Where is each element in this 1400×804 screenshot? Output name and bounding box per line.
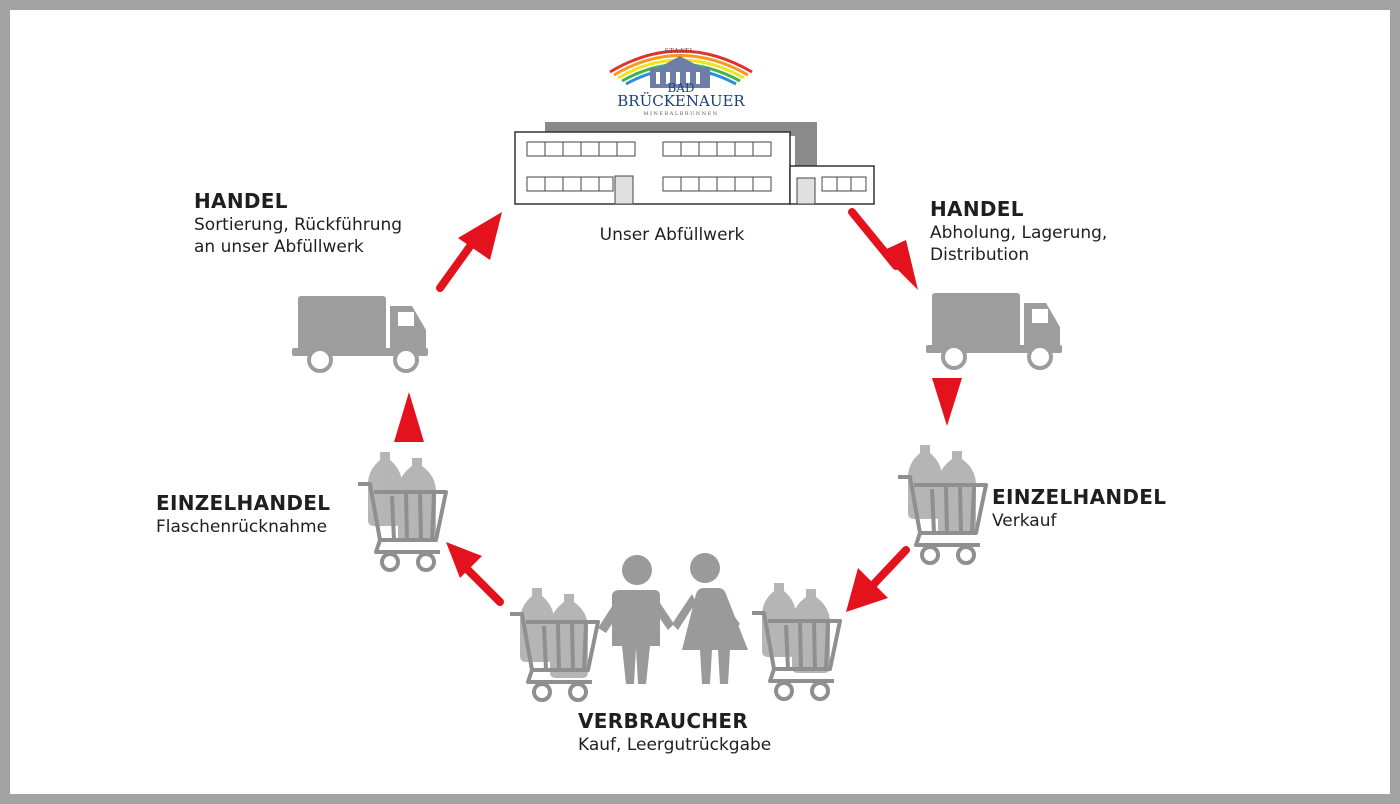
stage-description: Sortierung, Rückführung (194, 215, 403, 235)
stage-title: EINZELHANDEL (992, 485, 1167, 509)
stage-description: Abholung, Lagerung, (930, 223, 1108, 243)
cycle-arrows (394, 208, 962, 612)
logo-line1: BAD (667, 81, 694, 95)
shopping-cart-icon-consumer-left (508, 588, 600, 702)
truck-icon-left (290, 294, 430, 373)
arrow-to-left-cart (446, 542, 504, 606)
stage-description: Verkauf (992, 511, 1057, 531)
stage-einzelhandel-right: EINZELHANDEL Verkauf (992, 484, 1166, 532)
stage-description: Kauf, Leergutrückgabe (578, 735, 772, 755)
shopping-cart-icon-right (896, 445, 988, 565)
arrow-to-left-truck (394, 392, 424, 442)
factory-caption: Unser Abfüllwerk (600, 225, 745, 245)
stage-description: Distribution (930, 245, 1030, 266)
logo-top-text: STAATL. (664, 48, 697, 55)
stage-handel-right: HANDEL Abholung, Lagerung, Distribution (930, 196, 1107, 266)
stage-description: Flaschenrücknahme (156, 517, 328, 537)
logo-building-icon (650, 56, 710, 88)
stage-title: HANDEL (930, 197, 1024, 221)
logo-bottom-text: MINERALBRUNNEN (643, 111, 718, 117)
stage-verbraucher: VERBRAUCHER Kauf, Leergutrückgabe (578, 708, 771, 756)
stage-title: EINZELHANDEL (156, 491, 331, 515)
truck-icon-right (924, 291, 1064, 370)
stage-title: HANDEL (194, 189, 288, 213)
stage-handel-left: HANDEL Sortierung, Rückführung an unser … (194, 188, 402, 258)
logo-line2: BRÜCKENAUER (617, 92, 745, 110)
arrow-to-factory (436, 212, 502, 292)
arrow-to-right-truck (848, 208, 918, 290)
stage-title: VERBRAUCHER (578, 709, 749, 733)
shopping-cart-icon-consumer-right (750, 583, 842, 701)
logo-rainbow-arc (609, 49, 753, 74)
brand-logo: STAATL. BAD BRÜCKENAUER MINERALBRUNNEN (609, 48, 753, 117)
arrow-to-consumer (846, 546, 910, 612)
stage-description: an unser Abfüllwerk (194, 237, 364, 258)
consumer-couple-icon (598, 553, 748, 684)
stage-einzelhandel-left: EINZELHANDEL Flaschenrücknahme (156, 490, 330, 538)
factory-icon (514, 122, 875, 205)
arrow-to-right-cart (932, 378, 962, 426)
logo-rainbow-arc (613, 54, 749, 77)
shopping-cart-icon-left (356, 452, 448, 572)
